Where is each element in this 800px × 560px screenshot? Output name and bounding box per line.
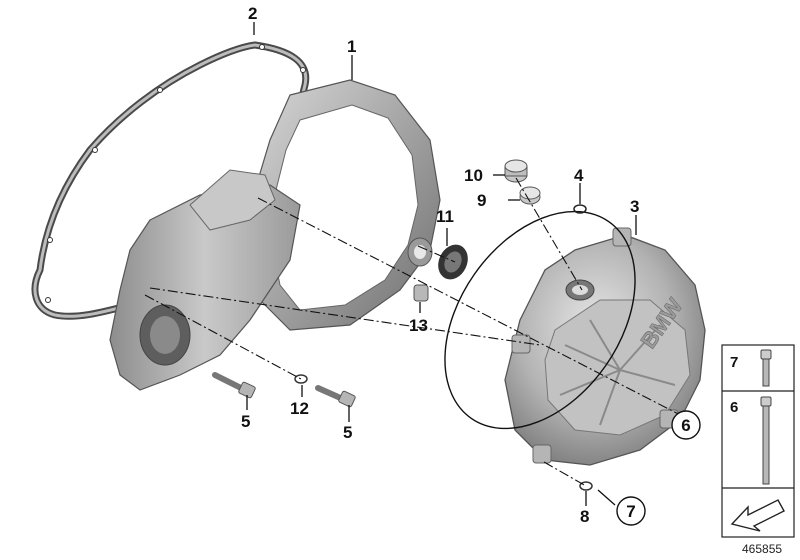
legend-item-6-number: 6 — [730, 399, 738, 416]
circled-callout-6: 6 — [671, 410, 701, 440]
short-bolt-icon — [760, 349, 772, 387]
callout-6: 6 — [681, 416, 690, 435]
callout-1: 1 — [347, 37, 356, 56]
callout-13: 13 — [409, 316, 428, 335]
bolt-part-5-right — [315, 385, 356, 408]
small-o-ring-part — [573, 204, 587, 214]
circled-callout-7: 7 — [616, 496, 646, 526]
bush-part-10 — [504, 159, 528, 183]
callout-8: 8 — [580, 507, 589, 526]
callouts: 1 2 3 4 5 5 8 9 10 11 12 13 — [241, 4, 639, 526]
dowel-sleeve-part — [413, 284, 429, 302]
long-bolt-icon — [760, 396, 772, 485]
callout-12: 12 — [290, 399, 309, 418]
callout-11: 11 — [436, 207, 454, 226]
callout-7: 7 — [626, 502, 635, 521]
callout-10: 10 — [464, 166, 483, 185]
washer-part-12 — [294, 374, 308, 384]
legend-item-7-number: 7 — [730, 354, 738, 371]
callout-2: 2 — [248, 4, 257, 23]
legend-panel: 7 6 — [721, 344, 795, 538]
bolt-part-5-left — [212, 372, 256, 399]
shaft-seal-part — [438, 244, 468, 280]
o-ring-part — [444, 210, 636, 430]
leader-lines — [246, 22, 637, 506]
washer-part-8 — [579, 481, 593, 491]
callout-5-left: 5 — [241, 412, 250, 431]
direction-arrow-icon — [730, 499, 785, 532]
document-number: 465855 — [742, 542, 782, 556]
housing-part — [109, 79, 441, 391]
callout-3: 3 — [630, 197, 639, 216]
assembly-axes — [144, 177, 691, 487]
callout-5-right: 5 — [343, 423, 352, 442]
callout-4: 4 — [574, 166, 584, 185]
clutch-cover-part: BMW — [504, 227, 706, 466]
bush-part-9 — [519, 186, 541, 205]
callout-9: 9 — [477, 191, 486, 210]
